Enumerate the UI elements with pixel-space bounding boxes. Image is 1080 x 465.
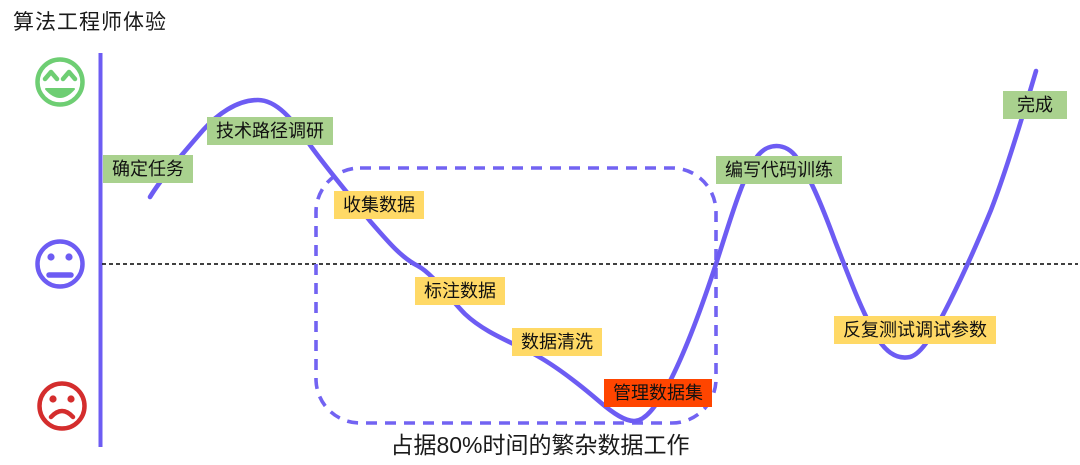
happy-face-icon <box>35 57 85 107</box>
data-work-caption: 占据80%时间的繁杂数据工作 <box>390 432 690 458</box>
neutral-face-icon <box>35 239 85 289</box>
stage-define-task: 确定任务 <box>103 155 193 183</box>
page-title: 算法工程师体验 <box>13 11 167 34</box>
stage-done: 完成 <box>1003 91 1067 119</box>
stage-clean-data: 数据清洗 <box>512 328 602 356</box>
data-work-region-outline <box>314 166 718 425</box>
stage-manage-dataset: 管理数据集 <box>604 379 712 407</box>
stage-annotate-data: 标注数据 <box>415 277 505 305</box>
stage-collect-data: 收集数据 <box>334 191 424 219</box>
stage-code-training: 编写代码训练 <box>716 156 842 184</box>
stage-tech-research: 技术路径调研 <box>207 117 333 145</box>
sad-face-icon <box>37 381 87 431</box>
stage-test-tuning: 反复测试调试参数 <box>834 316 996 344</box>
